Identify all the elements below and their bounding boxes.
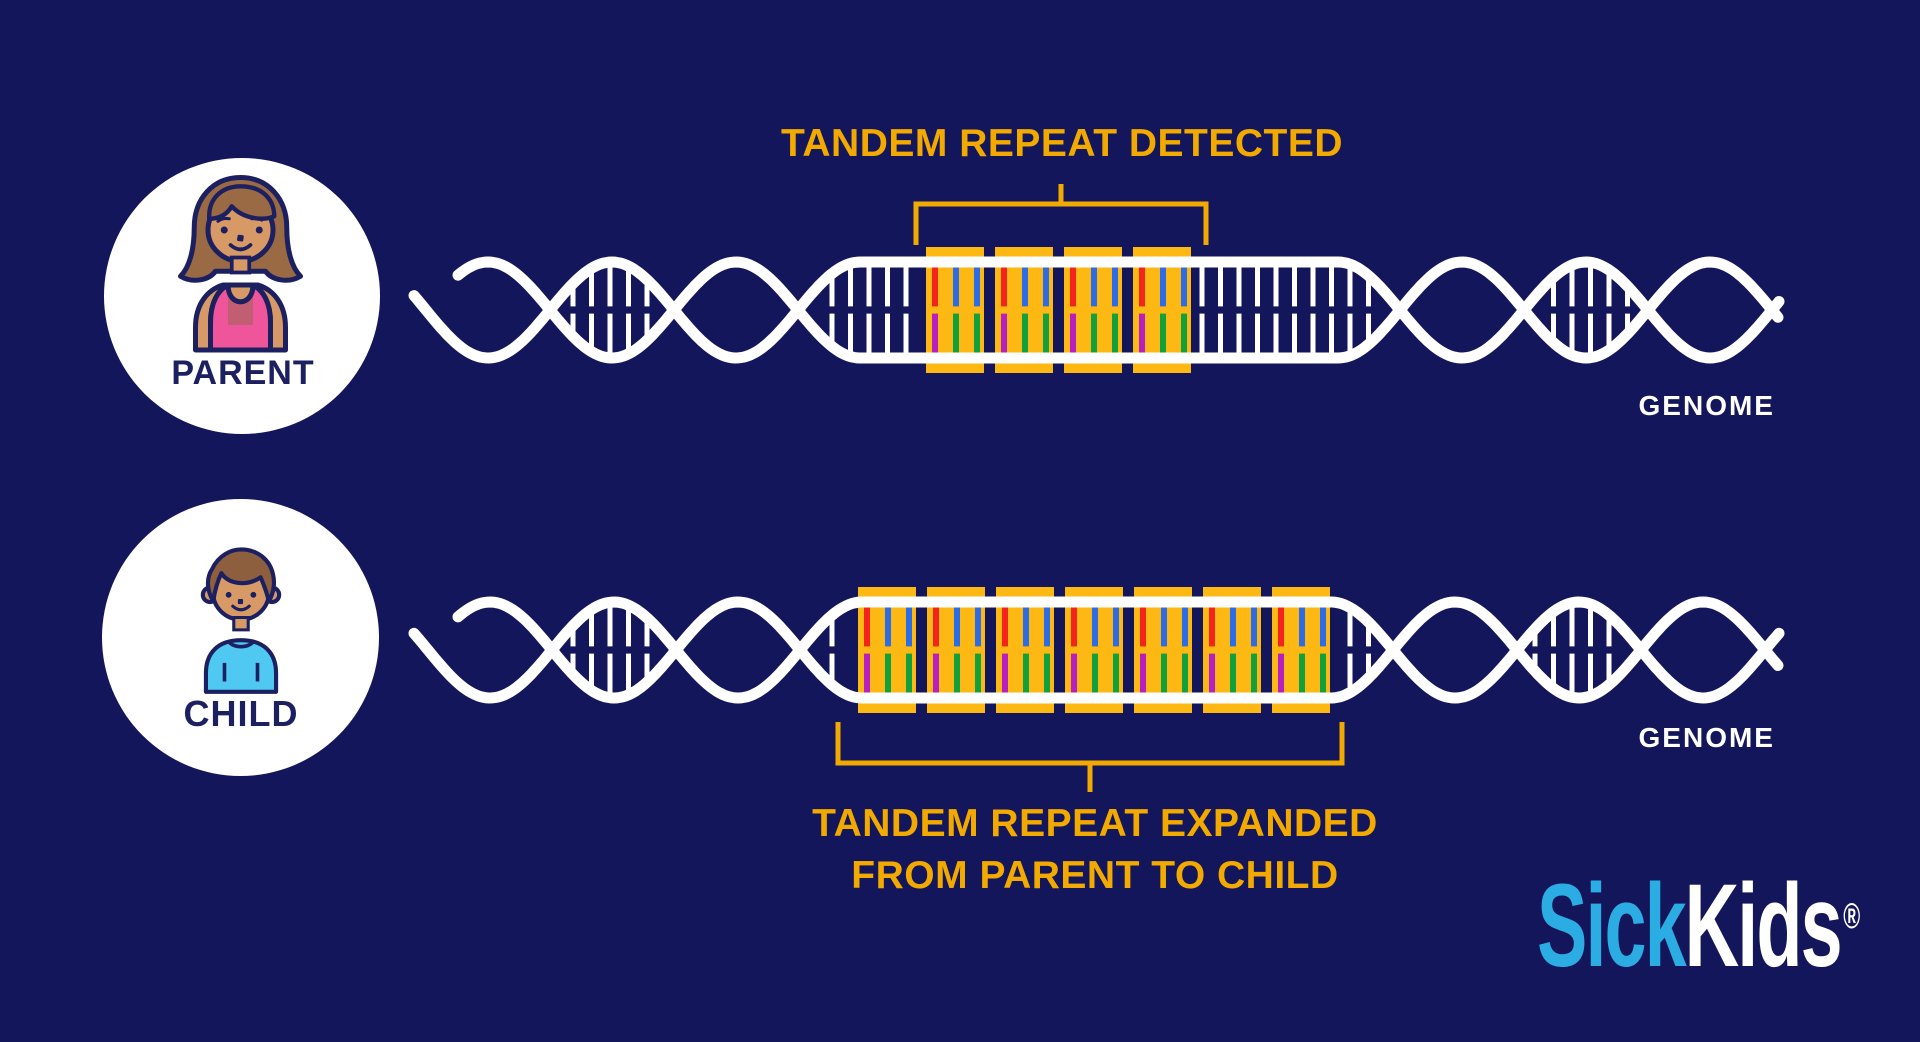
parent-avatar-icon — [178, 175, 303, 353]
logo-kids: Kids — [1684, 860, 1843, 992]
parent-strand-1 — [408, 256, 1785, 364]
child-genome — [408, 587, 1785, 792]
child-rungs — [570, 606, 1612, 694]
child-strand-1 — [408, 596, 1785, 704]
parent-genome — [408, 184, 1785, 373]
child-annotation-line1: TANDEM REPEAT EXPANDED — [812, 802, 1378, 845]
parent-circle: PARENT — [104, 158, 380, 434]
parent-annotation: TANDEM REPEAT DETECTED — [780, 122, 1344, 165]
child-annotation-line2: FROM PARENT TO CHILD — [851, 854, 1339, 897]
sickkids-logo: SickKids® — [1537, 866, 1861, 985]
child-strand-2 — [452, 596, 1784, 704]
parent-strand-2 — [452, 256, 1784, 364]
child-label: CHILD — [183, 693, 299, 734]
registered-mark: ® — [1843, 895, 1861, 936]
child-annotation: TANDEM REPEAT EXPANDED FROM PARENT TO CH… — [812, 798, 1378, 902]
child-genome-label: GENOME — [1638, 722, 1775, 753]
child-avatar-icon — [200, 547, 282, 694]
logo-sick: Sick — [1537, 860, 1687, 992]
child-circle: CHILD — [102, 499, 379, 776]
child-bracket — [835, 722, 1345, 792]
parent-bracket — [913, 184, 1209, 245]
parent-genome-label: GENOME — [1638, 390, 1775, 421]
parent-label: PARENT — [171, 354, 315, 392]
